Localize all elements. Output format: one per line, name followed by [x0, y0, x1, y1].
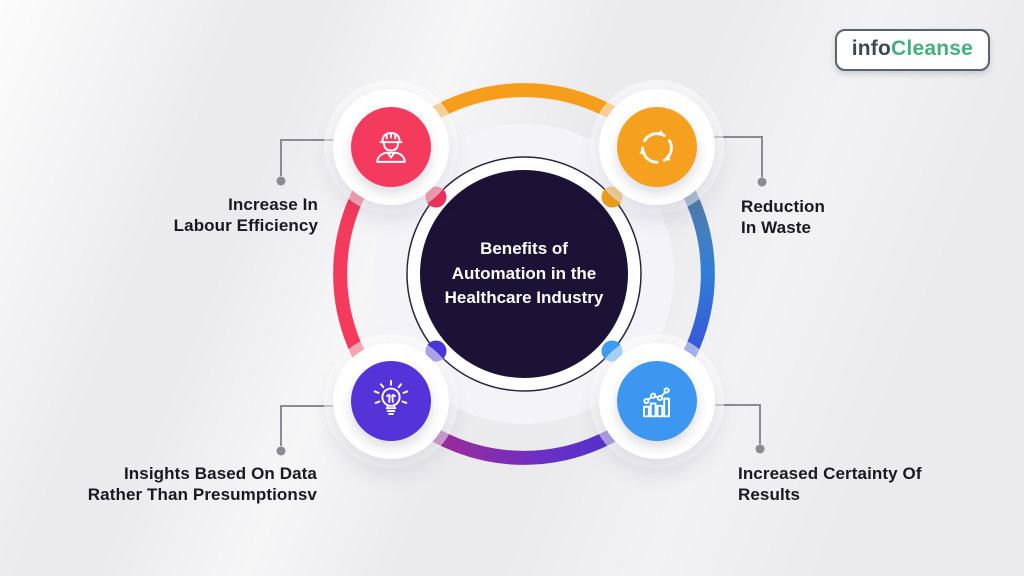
center-title: Benefits of Automation in the Healthcare… — [427, 237, 622, 311]
label-line: Results — [738, 485, 801, 505]
bar-chart-icon — [643, 387, 670, 418]
label-line: Increase In — [228, 195, 318, 214]
center-circle — [374, 124, 674, 424]
logo-text-info: info — [851, 37, 892, 60]
label-line: Increased Certainty Of — [738, 464, 922, 483]
center-title-line: Healthcare Industry — [444, 288, 604, 308]
lightbulb-icon — [373, 379, 409, 415]
icon-circle — [351, 107, 431, 187]
worker-icon — [376, 132, 406, 163]
inner-dot-top-right — [601, 186, 623, 208]
label-waste-reduction: Reduction In Waste — [741, 196, 825, 239]
label-labour-efficiency: Increase In Labour Efficiency — [174, 194, 318, 237]
label-line: In Waste — [741, 218, 812, 238]
label-data-insights: Insights Based On Data Rather Than Presu… — [88, 463, 317, 506]
inner-dot-top-left — [425, 186, 447, 208]
inner-dot-bottom-left — [425, 340, 447, 362]
label-line: Reduction — [741, 197, 826, 216]
benefit-node-data-insights — [333, 343, 449, 459]
benefit-node-labour-efficiency — [333, 89, 449, 205]
center-title-line: Benefits of — [480, 239, 568, 259]
infocleanse-logo: infoCleanse — [834, 29, 990, 71]
benefit-node-certainty-results — [599, 343, 715, 459]
center-title-line: Automation in the — [451, 263, 597, 283]
label-line: Rather Than Presumptionsv — [87, 485, 317, 505]
icon-circle — [617, 361, 697, 441]
inner-dot-bottom-right — [601, 340, 623, 362]
label-line: Labour Efficiency — [173, 216, 318, 236]
label-certainty-results: Increased Certainty Of Results — [738, 463, 922, 506]
logo-text-cleanse: Cleanse — [891, 37, 973, 60]
icon-circle — [351, 361, 431, 441]
label-line: Insights Based On Data — [123, 464, 317, 483]
recycle-icon — [639, 129, 673, 164]
icon-circle — [617, 107, 697, 187]
benefit-node-waste-reduction — [599, 89, 715, 205]
